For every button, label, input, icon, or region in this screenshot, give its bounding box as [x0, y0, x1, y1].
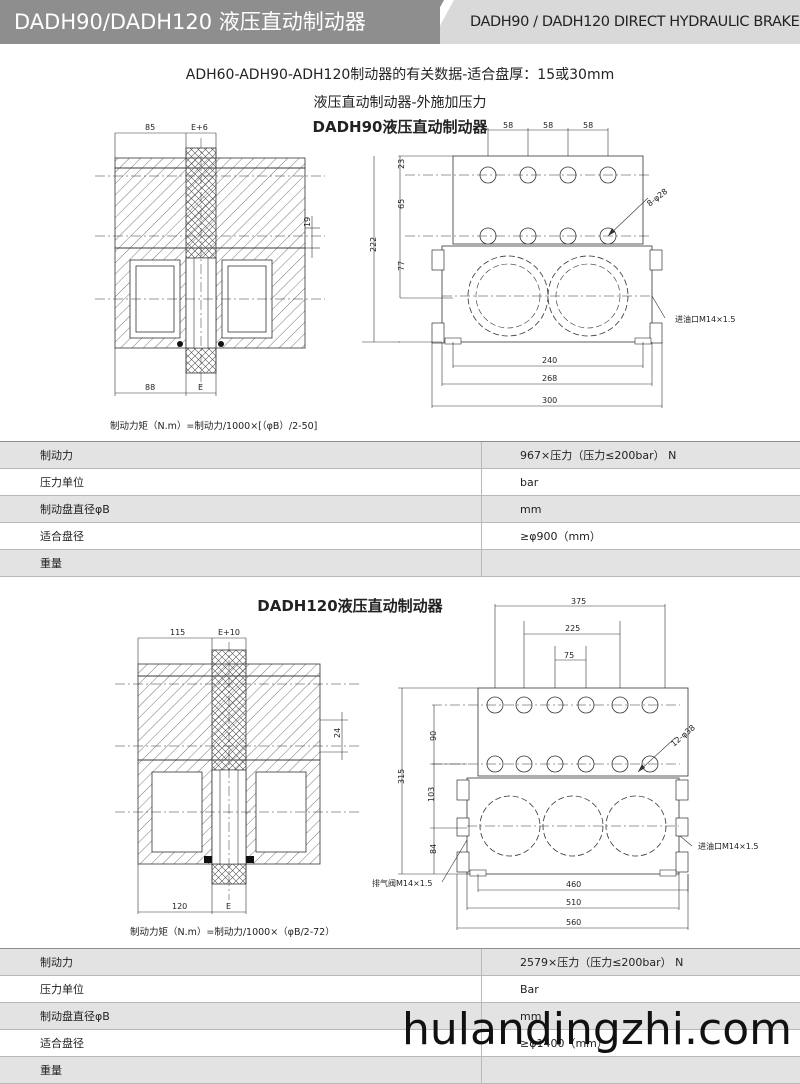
dim-85: 85 [145, 123, 155, 132]
dim-115: 115 [170, 628, 185, 637]
row-label: 压力单位 [0, 976, 482, 1003]
dim-84: 84 [429, 844, 438, 854]
row-value: Bar [482, 976, 800, 1003]
dim-24: 24 [333, 728, 342, 738]
dim-e-2: E [226, 902, 231, 911]
row-value: mm [482, 496, 800, 523]
table-row: 重量 [0, 550, 800, 577]
row-label: 重量 [0, 550, 482, 577]
header-divider [420, 0, 444, 44]
watermark: hulandingzhi.com [402, 1004, 792, 1055]
row-value: 2579×压力（压力≤200bar） N [482, 949, 800, 976]
row-label: 制动力 [0, 442, 482, 469]
row-label: 适合盘径 [0, 523, 482, 550]
dim-300: 300 [542, 396, 557, 405]
dadh90-front-drawing: 58 58 58 222 23 65 77 8-φ28 进油口M14×1.5 2… [360, 118, 680, 410]
port-label-2: 进油口M14×1.5 [698, 841, 759, 851]
dim-19: 19 [303, 217, 312, 227]
dim-88: 88 [145, 383, 155, 392]
dim-e: E [198, 383, 203, 392]
dim-58-a: 58 [503, 121, 513, 130]
row-label: 制动盘直径φB [0, 496, 482, 523]
formula-dadh90: 制动力矩（N.m）=制动力/1000×[（φB）/2-50] [110, 418, 317, 432]
port-label-1: 进油口M14×1.5 [675, 314, 736, 324]
dim-120: 120 [172, 902, 187, 911]
intro-text: ADH60-ADH90-ADH120制动器的有关数据-适合盘厚：15或30mm [0, 64, 800, 84]
dim-58-c: 58 [583, 121, 593, 130]
dim-460: 460 [566, 880, 581, 889]
dim-23: 23 [397, 159, 406, 169]
row-value: 967×压力（压力≤200bar） N [482, 442, 800, 469]
row-value: bar [482, 469, 800, 496]
row-value: ≥φ900（mm） [482, 523, 800, 550]
subtitle: 液压直动制动器-外施加压力 [0, 92, 800, 112]
header-en-band: DADH90 / DADH120 DIRECT HYDRAULIC BRAKE [430, 0, 800, 44]
dim-268: 268 [542, 374, 557, 383]
dim-560: 560 [566, 918, 581, 927]
dadh90-section-drawing: 85 E+6 19 88 E [90, 118, 330, 418]
dim-225: 225 [565, 624, 580, 633]
row-label: 压力单位 [0, 469, 482, 496]
dim-58-b: 58 [543, 121, 553, 130]
dim-222: 222 [369, 237, 378, 252]
dim-103: 103 [427, 787, 436, 802]
header-title-en: DADH90 / DADH120 DIRECT HYDRAULIC BRAKE [470, 0, 799, 44]
dim-65: 65 [397, 199, 406, 209]
dim-75: 75 [564, 651, 574, 660]
dim-240: 240 [542, 356, 557, 365]
dim-77: 77 [397, 261, 406, 271]
dim-375: 375 [571, 597, 586, 606]
dim-315: 315 [397, 769, 406, 784]
table-row: 适合盘径≥φ900（mm） [0, 523, 800, 550]
vent-label: 排气阀M14×1.5 [372, 878, 433, 888]
row-label: 重量 [0, 1057, 482, 1084]
dadh120-front-drawing: 375 225 75 315 90 103 84 12-φ38 进油口M14×1… [370, 596, 700, 932]
dim-90: 90 [429, 731, 438, 741]
row-value [482, 1057, 800, 1084]
dim-510: 510 [566, 898, 581, 907]
header-title-cn: DADH90/DADH120 液压直动制动器 [0, 0, 440, 44]
row-value [482, 550, 800, 577]
table-row: 重量 [0, 1057, 800, 1084]
row-label: 制动力 [0, 949, 482, 976]
dim-e6: E+6 [191, 123, 208, 132]
formula-dadh120: 制动力矩（N.m）=制动力/1000×（φB/2-72） [130, 924, 335, 938]
dim-e10: E+10 [218, 628, 240, 637]
page-header: DADH90 / DADH120 DIRECT HYDRAULIC BRAKE … [0, 0, 800, 44]
holes-8x28: 8-φ28 [645, 187, 669, 209]
dadh120-section-drawing: 115 E+10 24 120 E [110, 622, 370, 922]
